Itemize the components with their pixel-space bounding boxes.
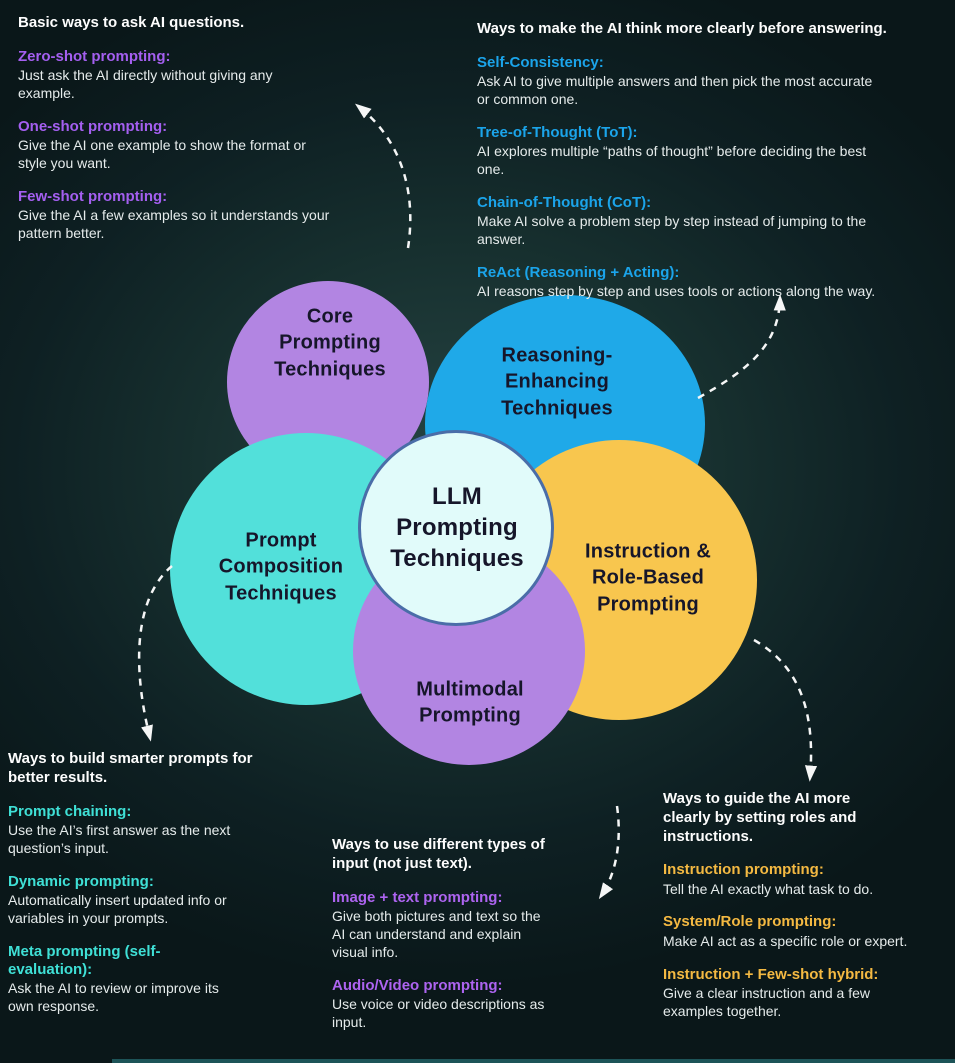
section-heading: Basic ways to ask AI questions.: [18, 14, 245, 31]
definition-item: Meta prompting (self-evaluation): Ask th…: [8, 943, 308, 1016]
dashed-arrow-to-multimodal-section: [598, 805, 620, 900]
term-meta-prompting: Meta prompting (self-evaluation):: [8, 942, 161, 979]
term-description: AI explores multiple “paths of thought” …: [477, 143, 867, 178]
dashed-arrow-to-instruction-section: [753, 638, 818, 782]
dashed-arrow-to-composition-section: [137, 565, 173, 742]
definition-item: Image + text prompting: Give both pictur…: [332, 889, 602, 962]
term-description: Ask AI to give multiple answers and then…: [477, 73, 873, 107]
definition-item: Zero-shot prompting: Just ask the AI dir…: [18, 48, 368, 103]
center-circle-title: LLM Prompting Techniques: [390, 483, 524, 573]
section-heading: Ways to build smarter prompts for better…: [8, 750, 253, 786]
definition-item: Few-shot prompting: Give the AI a few ex…: [18, 188, 368, 243]
definition-item: Instruction prompting: Tell the AI exact…: [663, 861, 953, 898]
term-chain-of-thought: Chain-of-Thought (CoT):: [477, 193, 652, 211]
term-audio-video-prompting: Audio/Video prompting:: [332, 976, 503, 994]
section-multimodal: Ways to use different types of input (no…: [332, 836, 602, 1047]
term-description: Automatically insert updated info or var…: [8, 891, 227, 926]
term-tree-of-thought: Tree-of-Thought (ToT):: [477, 123, 638, 141]
term-few-shot: Few-shot prompting:: [18, 187, 168, 205]
term-description: Make AI act as a specific role or expert…: [663, 932, 908, 949]
definition-item: Chain-of-Thought (CoT): Make AI solve a …: [477, 194, 955, 249]
term-one-shot: One-shot prompting:: [18, 117, 168, 135]
term-system-role-prompting: System/Role prompting:: [663, 913, 837, 931]
petal-label-multimodal: Multimodal Prompting: [416, 678, 524, 727]
term-description: Use voice or video descriptions as input…: [332, 995, 545, 1030]
petal-label-instruction-role-based: Instruction & Role-Based Prompting: [585, 540, 711, 616]
term-description: Tell the AI exactly what task to do.: [663, 880, 874, 897]
term-description: Ask the AI to review or improve its own …: [8, 980, 219, 1015]
term-description: Use the AI’s first answer as the next qu…: [8, 821, 231, 856]
term-description: Give a clear instruction and a few examp…: [663, 984, 870, 1019]
term-description: AI reasons step by step and uses tools o…: [477, 283, 876, 300]
section-prompt-composition: Ways to build smarter prompts for better…: [8, 750, 308, 1031]
term-description: Give the AI one example to show the form…: [18, 137, 306, 172]
definition-item: System/Role prompting: Make AI act as a …: [663, 913, 953, 950]
section-reasoning-enhancing: Ways to make the AI think more clearly b…: [477, 20, 955, 316]
definition-item: Audio/Video prompting: Use voice or vide…: [332, 977, 602, 1032]
term-description: Make AI solve a problem step by step ins…: [477, 213, 867, 248]
term-description: Give both pictures and text so the AI ca…: [332, 907, 541, 960]
term-description: Give the AI a few examples so it underst…: [18, 207, 330, 242]
term-dynamic-prompting: Dynamic prompting:: [8, 872, 154, 890]
section-heading: Ways to make the AI think more clearly b…: [477, 20, 887, 37]
term-instruction-few-shot-hybrid: Instruction + Few-shot hybrid:: [663, 965, 879, 983]
definition-item: Instruction + Few-shot hybrid: Give a cl…: [663, 966, 953, 1021]
definition-item: Self-Consistency: Ask AI to give multipl…: [477, 54, 955, 109]
term-instruction-prompting: Instruction prompting:: [663, 861, 824, 879]
term-self-consistency: Self-Consistency:: [477, 53, 604, 71]
term-zero-shot: Zero-shot prompting:: [18, 47, 171, 65]
term-react: ReAct (Reasoning + Acting):: [477, 264, 680, 282]
definition-item: Dynamic prompting: Automatically insert …: [8, 873, 308, 928]
term-prompt-chaining: Prompt chaining:: [8, 802, 132, 820]
petal-label-reasoning-enhancing: Reasoning- Enhancing Techniques: [501, 344, 613, 420]
section-basic-prompting: Basic ways to ask AI questions. Zero-sho…: [18, 14, 368, 258]
term-image-text-prompting: Image + text prompting:: [332, 888, 503, 906]
footer-divider: [112, 1059, 955, 1063]
petal-label-prompt-composition: Prompt Composition Techniques: [218, 529, 344, 605]
center-circle: [358, 430, 554, 626]
petal-label-core-prompting: Core Prompting Techniques: [274, 305, 386, 381]
definition-item: One-shot prompting: Give the AI one exam…: [18, 118, 368, 173]
definition-item: ReAct (Reasoning + Acting): AI reasons s…: [477, 264, 955, 301]
section-heading: Ways to guide the AI more clearly by set…: [663, 790, 857, 845]
section-heading: Ways to use different types of input (no…: [332, 836, 545, 872]
definition-item: Prompt chaining: Use the AI’s first answ…: [8, 803, 308, 858]
section-instruction-role-based: Ways to guide the AI more clearly by set…: [663, 790, 953, 1036]
definition-item: Tree-of-Thought (ToT): AI explores multi…: [477, 124, 955, 179]
term-description: Just ask the AI directly without giving …: [18, 67, 273, 101]
